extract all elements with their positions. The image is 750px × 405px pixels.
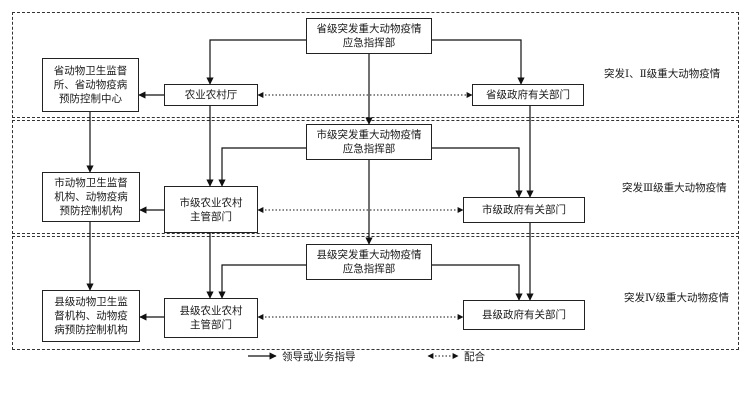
node-county-agriculture-dept: 县级农业农村 主管部门 (164, 298, 258, 338)
edge-prov-hq-to-gov (432, 39, 525, 85)
band-county (12, 236, 739, 350)
legend-coop-label: 配合 (464, 351, 485, 363)
node-city-government-depts: 市级政府有关部门 (463, 197, 585, 223)
band-city (12, 120, 739, 234)
node-city-animal-health-center: 市动物卫生监督 机构、动物疫病 预防控制机构 (42, 172, 140, 222)
edge-county-hq-to-agri (218, 264, 306, 299)
node-county-animal-health-center: 县级动物卫生监 督机构、动物疫 病预防控制机构 (42, 290, 140, 342)
band-label-county: 突发Ⅳ级重大动物疫情 (624, 292, 729, 304)
node-county-command: 县级突发重大动物疫情 应急指挥部 (306, 244, 432, 280)
node-city-agriculture-dept: 市级农业农村 主管部门 (164, 186, 258, 233)
node-provincial-command: 省级突发重大动物疫情 应急指挥部 (306, 18, 432, 54)
band-label-provincial: 突发Ⅰ、Ⅱ级重大动物疫情 (604, 68, 721, 80)
node-provincial-animal-health-center: 省动物卫生监督 所、省动物疫病 预防控制中心 (42, 58, 139, 112)
edge-county-hq-to-gov (432, 264, 523, 301)
node-provincial-agriculture-dept: 农业农村厅 (164, 84, 258, 106)
legend-lead-label: 领导或业务指导 (282, 351, 356, 363)
edge-city-hq-to-gov (432, 147, 523, 198)
band-label-city: 突发Ⅲ级重大动物疫情 (622, 182, 727, 194)
node-city-command: 市级突发重大动物疫情 应急指挥部 (306, 124, 432, 160)
edge-prov-hq-to-agri (206, 39, 306, 85)
edge-city-hq-to-agri (218, 147, 306, 187)
node-county-government-depts: 县级政府有关部门 (463, 300, 585, 330)
band-provincial (12, 12, 739, 118)
node-provincial-government-depts: 省级政府有关部门 (472, 84, 584, 106)
